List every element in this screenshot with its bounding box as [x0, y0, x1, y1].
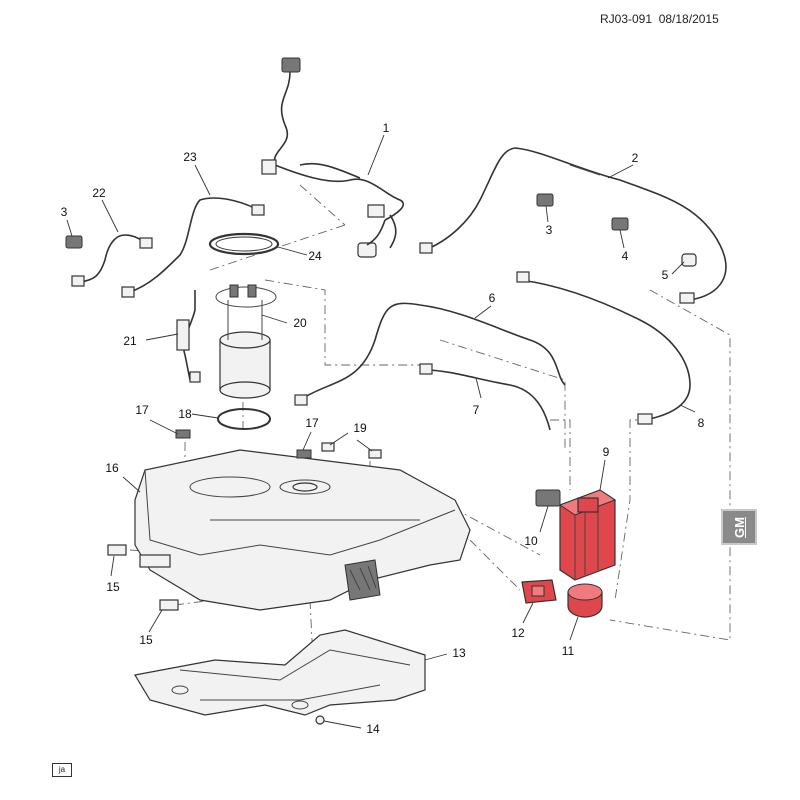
callout-15-lower: 15: [139, 633, 153, 647]
callout-17-right: 17: [305, 416, 319, 430]
vent-line[interactable]: [419, 363, 551, 431]
vent-valve[interactable]: [521, 579, 557, 604]
callout-24: 24: [308, 249, 322, 263]
purge-solenoid[interactable]: [535, 489, 561, 507]
evap-filter[interactable]: [567, 583, 603, 618]
fuel-level-sender[interactable]: [176, 290, 201, 383]
insulator-pad-lower[interactable]: [159, 599, 179, 611]
callout-5: 5: [661, 268, 669, 282]
callout-23: 23: [183, 150, 197, 164]
callout-6: 6: [488, 291, 496, 305]
clip-4[interactable]: [611, 217, 629, 231]
callout-4: 4: [621, 249, 629, 263]
leader-lines: [66, 134, 696, 729]
retainer-clips[interactable]: [321, 442, 382, 459]
insulator-pad-upper[interactable]: [107, 544, 127, 556]
evap-line[interactable]: [294, 302, 566, 406]
callout-3-left: 3: [60, 205, 68, 219]
fuel-tank-shield[interactable]: [134, 629, 426, 716]
wiring-harness[interactable]: [261, 57, 405, 258]
callout-11: 11: [561, 644, 575, 658]
return-line[interactable]: [516, 271, 691, 425]
callout-7: 7: [472, 403, 480, 417]
tank-pad-right[interactable]: [296, 449, 312, 459]
callout-2: 2: [631, 151, 639, 165]
callout-1: 1: [382, 121, 390, 135]
gm-logo-text: GM: [731, 516, 747, 538]
callout-9: 9: [602, 445, 610, 459]
callout-3-right: 3: [545, 223, 553, 237]
jumper-harness-23[interactable]: [121, 197, 265, 298]
callout-17-left: 17: [135, 403, 149, 417]
fuel-pump-seal[interactable]: [217, 408, 271, 430]
document-id: RJ03-091 08/18/2015: [600, 12, 719, 26]
fuel-tank[interactable]: [134, 449, 471, 611]
jumper-harness-22[interactable]: [71, 234, 153, 287]
callout-13: 13: [452, 646, 466, 660]
shield-nut[interactable]: [315, 715, 325, 725]
fuel-feed-line[interactable]: [419, 147, 727, 304]
callout-22: 22: [92, 186, 106, 200]
fuel-pump-module[interactable]: [215, 284, 277, 399]
lock-ring[interactable]: [208, 232, 280, 256]
callout-15-upper: 15: [106, 580, 120, 594]
clip-3-left[interactable]: [65, 235, 83, 249]
document-code: RJ03-091: [600, 12, 653, 26]
callout-20: 20: [293, 316, 307, 330]
callout-8: 8: [697, 416, 705, 430]
callout-10: 10: [524, 534, 538, 548]
clip-5[interactable]: [681, 253, 697, 267]
corner-tag: ja: [52, 763, 72, 777]
callout-16: 16: [105, 461, 119, 475]
callout-12: 12: [511, 626, 525, 640]
tank-pad-left[interactable]: [175, 429, 191, 439]
callout-19: 19: [353, 421, 367, 435]
clip-3-right[interactable]: [536, 193, 554, 207]
callout-21: 21: [123, 334, 137, 348]
evap-canister[interactable]: [558, 489, 617, 581]
gm-logo: GM: [721, 509, 757, 545]
callout-18: 18: [178, 407, 192, 421]
document-date: 08/18/2015: [658, 12, 719, 26]
assembly-reference-lines: [129, 184, 731, 701]
callout-14: 14: [366, 722, 380, 736]
